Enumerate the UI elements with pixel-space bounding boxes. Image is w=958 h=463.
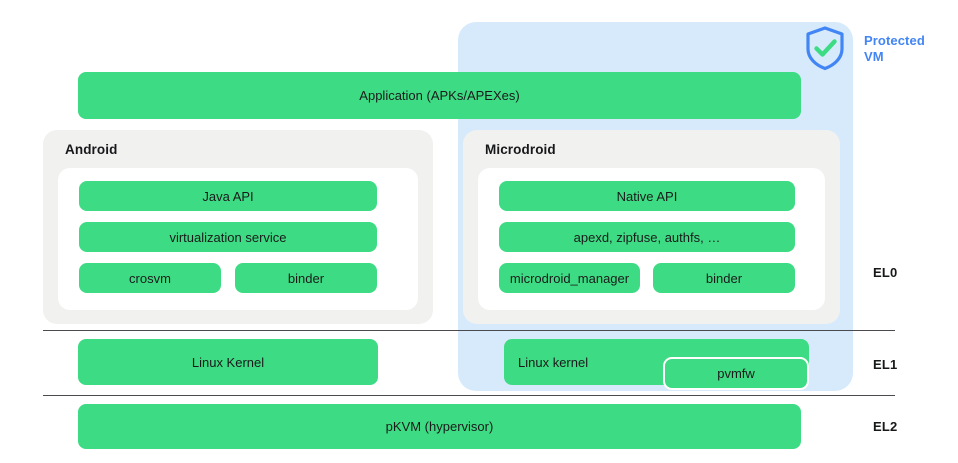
exception-level-el2-label: EL2 — [873, 419, 898, 434]
microdroid-title: Microdroid — [485, 142, 556, 157]
exception-level-el0-label: EL0 — [873, 265, 898, 280]
android-title: Android — [65, 142, 118, 157]
exception-level-el1-label: EL1 — [873, 357, 898, 372]
android-inner-panel: Java API virtualization service crosvm b… — [58, 168, 418, 310]
pkvm-hypervisor-box: pKVM (hypervisor) — [78, 404, 801, 449]
pvmfw-box: pvmfw — [663, 357, 809, 390]
el1-el2-separator — [43, 395, 895, 396]
microdroid-binder-box: binder — [653, 263, 795, 293]
android-crosvm-box: crosvm — [79, 263, 221, 293]
protected-vm-label: Protected VM — [864, 33, 954, 65]
protected-vm-label-line1: Protected — [864, 33, 925, 48]
el0-el1-separator — [43, 330, 895, 331]
application-bar: Application (APKs/APEXes) — [78, 72, 801, 119]
microdroid-native-api-box: Native API — [499, 181, 795, 211]
microdroid-inner-panel: Native API apexd, zipfuse, authfs, … mic… — [478, 168, 825, 310]
android-virtualization-service-box: virtualization service — [79, 222, 377, 252]
android-container: Android Java API virtualization service … — [43, 130, 433, 324]
microdroid-manager-box: microdroid_manager — [499, 263, 640, 293]
microdroid-daemons-box: apexd, zipfuse, authfs, … — [499, 222, 795, 252]
android-linux-kernel-box: Linux Kernel — [78, 339, 378, 385]
microdroid-container: Microdroid Native API apexd, zipfuse, au… — [463, 130, 840, 324]
android-java-api-box: Java API — [79, 181, 377, 211]
android-binder-box: binder — [235, 263, 377, 293]
protected-vm-label-line2: VM — [864, 49, 884, 64]
shield-check-icon — [803, 25, 847, 71]
